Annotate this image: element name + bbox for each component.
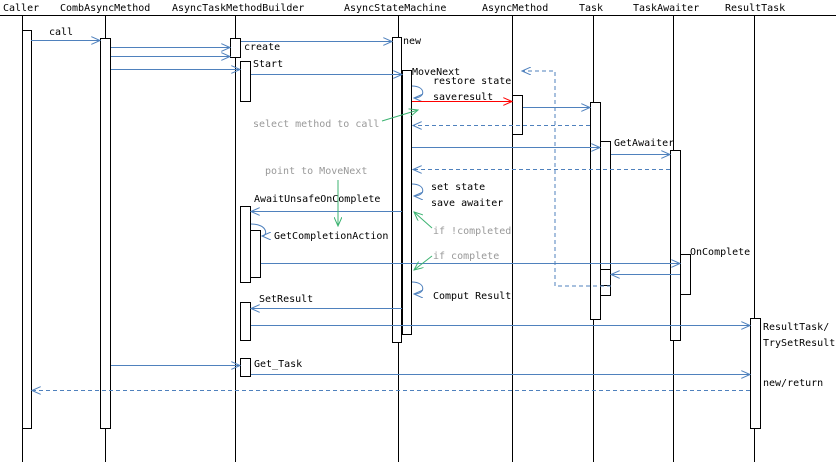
label-setstate: set state	[431, 182, 485, 193]
label-call: call	[49, 27, 73, 38]
activation-builder-setresult	[240, 302, 251, 341]
message-labels: call create new Start MoveNext restore s…	[49, 27, 835, 389]
activation-builder-start	[240, 61, 251, 102]
label-computresult: Comput Result	[433, 291, 511, 302]
activation-statemachine-movenext	[402, 70, 412, 335]
label-resulttask: ResultTask/	[763, 322, 829, 333]
label-awaitunsafe: AwaitUnsafeOnComplete	[254, 194, 380, 205]
note-arrow-ifnot	[414, 212, 433, 229]
header-caller: Caller	[3, 3, 39, 14]
label-newreturn: new/return	[763, 378, 823, 389]
activation-builder-await	[240, 206, 251, 283]
header-resulttask: ResultTask	[725, 3, 785, 14]
header-task: Task	[579, 3, 603, 14]
header-awaiter: TaskAwaiter	[633, 3, 699, 14]
header-statemachine: AsyncStateMachine	[344, 3, 446, 14]
header-asyncmethod: AsyncMethod	[482, 3, 548, 14]
arrow-restore-self	[411, 85, 424, 98]
label-create: create	[244, 42, 280, 53]
label-setresult: SetResult	[259, 294, 313, 305]
activation-awaiter	[670, 150, 681, 341]
activation-statemachine-new	[392, 37, 402, 343]
header-builder: AsyncTaskMethodBuilder	[172, 3, 304, 14]
note-arrow-ifcomplete	[414, 255, 433, 270]
label-getawaiter: GetAwaiter	[614, 138, 674, 149]
label-gettask: Get_Task	[254, 359, 302, 370]
activation-awaiter-oncomplete	[680, 254, 691, 295]
activation-builder-gettask	[240, 358, 251, 377]
activation-bars	[22, 30, 761, 429]
arrow-setstate-self	[411, 183, 424, 196]
label-oncomplete: OnComplete	[690, 247, 750, 258]
note-select: select method to call	[253, 119, 379, 130]
note-ifcomplete: if complete	[433, 251, 499, 262]
label-saveawaiter: save awaiter	[431, 198, 503, 209]
arrow-getcompletion-self	[250, 223, 266, 236]
activation-caller	[22, 30, 32, 429]
label-start: Start	[253, 59, 283, 70]
arrow-movenext-callback	[522, 71, 611, 287]
note-point: point to MoveNext	[265, 166, 367, 177]
lifelines	[22, 16, 755, 462]
label-getcompletion: GetCompletionAction	[274, 231, 388, 242]
label-movenext: MoveNext	[412, 67, 460, 78]
label-restore: restore state	[433, 76, 511, 87]
activation-asyncmethod	[512, 95, 523, 135]
arrow-comput-self	[411, 281, 424, 294]
activation-resulttask	[750, 318, 761, 429]
label-new: new	[403, 36, 422, 47]
participant-headers: Caller CombAsyncMethod AsyncTaskMethodBu…	[0, 3, 836, 16]
note-arrows	[338, 110, 433, 270]
activation-task-saveresult	[590, 102, 601, 320]
message-arrows	[31, 41, 750, 391]
label-saveresult: saveresult	[433, 92, 493, 103]
header-comb: CombAsyncMethod	[60, 3, 150, 14]
note-arrow-select	[381, 110, 418, 122]
activation-comb	[100, 38, 111, 429]
note-ifnot: if !completed	[433, 226, 511, 237]
activation-task-oncomplete	[600, 269, 611, 286]
note-labels: select method to call point to MoveNext …	[253, 119, 511, 262]
activation-builder-getcompletion	[250, 230, 261, 278]
activation-builder-main	[230, 38, 241, 58]
label-trysetresult: TrySetResult	[763, 338, 835, 349]
activation-task-getawaiter	[600, 141, 611, 296]
